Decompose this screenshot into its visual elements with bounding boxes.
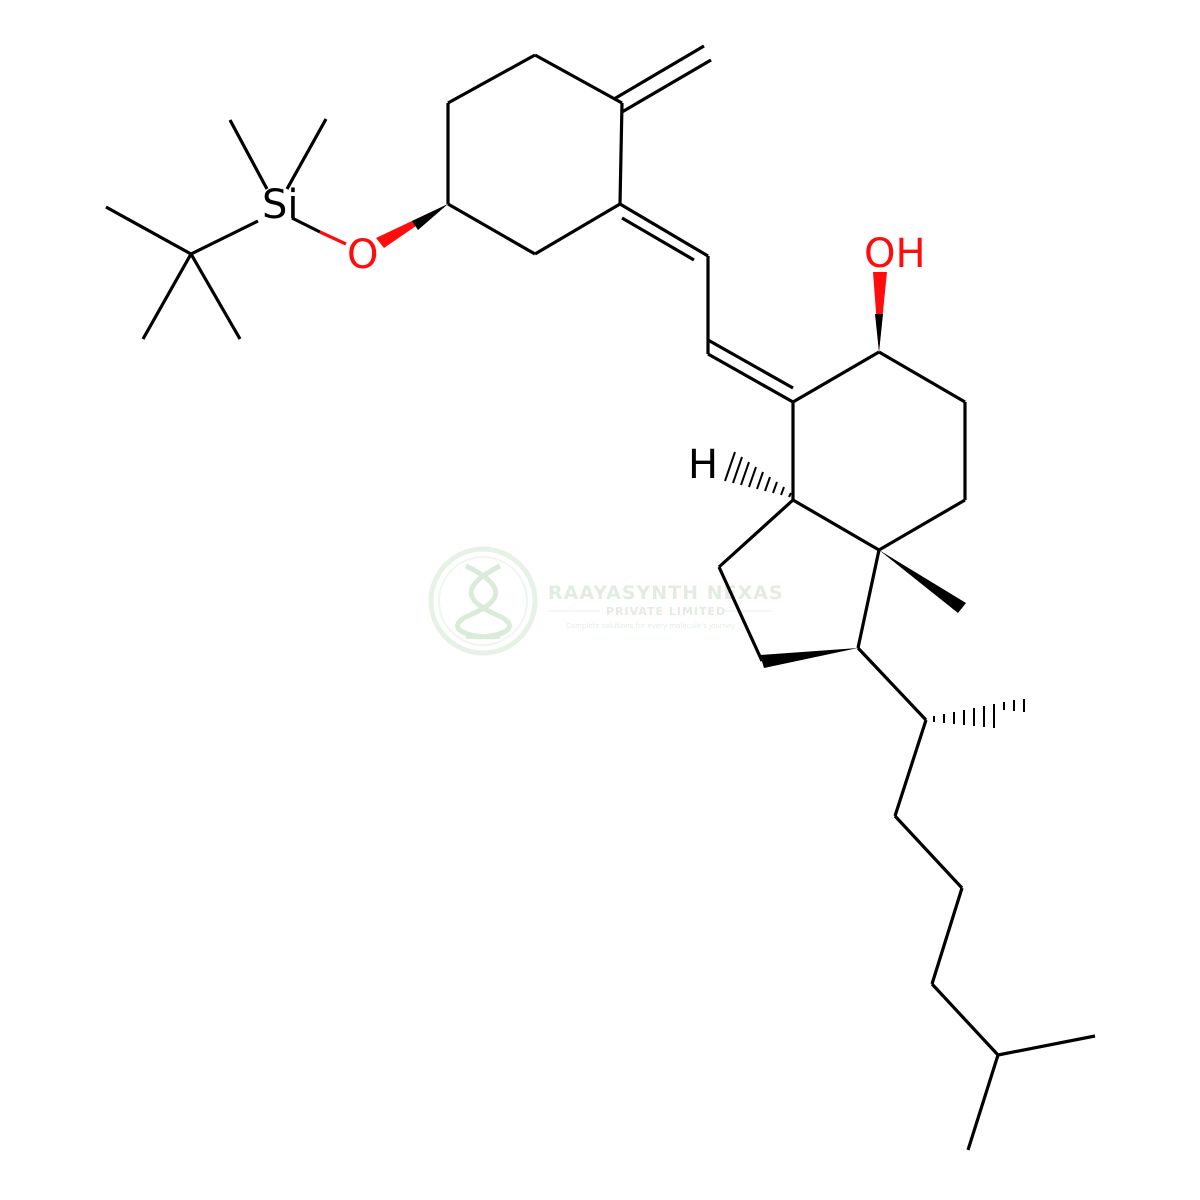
bond-side-3: [893, 814, 964, 890]
atom-label-silicon: Si: [262, 182, 299, 228]
atom-label-hydrogen: H: [688, 442, 718, 488]
bond-side-4: [930, 887, 964, 985]
bond-diene-3a: [707, 352, 794, 404]
bond-diene-1a: [619, 202, 709, 258]
watermark-logo-ring: [428, 546, 538, 656]
bond-diene-3b: [707, 338, 794, 390]
dna-helix-icon: [455, 563, 512, 640]
wedge-bond-hydroxyl-black: [875, 314, 883, 352]
watermark-logo-inner-ring: [438, 556, 528, 646]
bond-a4: [618, 102, 624, 205]
wedge-bond-hydroxyl-red: [873, 272, 887, 352]
atom-labels: Si O OH H: [262, 182, 926, 488]
bond-c5: [792, 498, 880, 552]
bond-c2: [878, 350, 966, 404]
atom-label-hydroxyl: OH: [864, 231, 926, 277]
bond-layer: [105, 44, 1096, 1151]
watermark: RAAYASYNTH NEXAS PRIVATE LIMITED Complet…: [428, 546, 784, 656]
bond-a2: [447, 53, 536, 105]
hash-bond-side-methyl: [933, 699, 1025, 728]
bond-si-methyl-1: [228, 119, 269, 190]
wedge-bond-angular-methyl: [879, 550, 966, 613]
bond-a5: [534, 202, 621, 256]
atom-label-ether-oxygen: O: [347, 232, 378, 278]
bond-methylene-2: [621, 58, 712, 114]
bond-side-2: [893, 719, 928, 817]
watermark-subtitle: PRIVATE LIMITED: [606, 605, 726, 618]
bond-si-methyl-2: [285, 118, 328, 190]
watermark-company-name: RAAYASYNTH NEXAS: [548, 582, 784, 604]
bond-tbutyl-methyl-1: [105, 205, 192, 256]
bond-diene-1b: [621, 216, 695, 262]
bond-c1: [792, 350, 880, 404]
bond-si-o: [291, 216, 321, 234]
bond-side-5: [930, 982, 1000, 1057]
wedge-bond-ether-c: [412, 204, 448, 230]
bond-c4: [878, 498, 966, 552]
bond-tbutyl-methyl-3: [189, 253, 242, 340]
bond-tbutyl-methyl-2: [141, 253, 193, 340]
bond-d2: [717, 566, 764, 662]
wedge-bond-d3: [760, 648, 858, 668]
bond-d4: [856, 549, 881, 649]
bond-side-1: [856, 646, 928, 722]
bond-side-7: [966, 1054, 1000, 1151]
bond-methylene-1: [613, 44, 705, 101]
bond-side-6: [997, 1034, 1096, 1057]
bond-a6: [447, 202, 536, 256]
bond-si-tbutyl: [190, 219, 259, 256]
bond-a3: [534, 53, 623, 105]
bond-o-si-red: [319, 230, 347, 246]
watermark-tagline: Complete solutions for every molecule's …: [566, 622, 735, 630]
bond-d1: [717, 498, 795, 569]
hash-bond-h: [724, 451, 792, 498]
